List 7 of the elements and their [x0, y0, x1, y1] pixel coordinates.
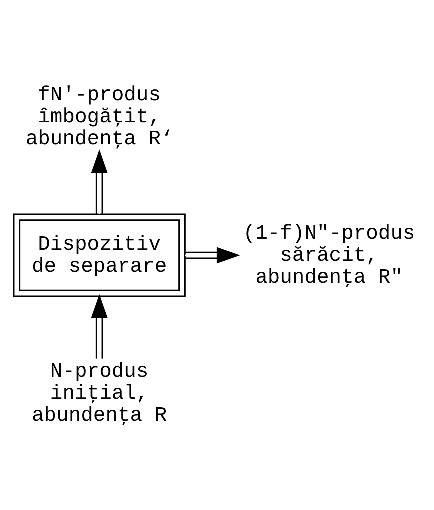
node-text: N-produs iniţial, abundenţa R — [32, 360, 168, 428]
node-box: Dispozitiv de separare — [13, 213, 186, 297]
node-text: (1-f)N″-produs sărăcit, abundenţa R″ — [243, 222, 416, 290]
arrow — [185, 246, 240, 264]
arrow — [91, 149, 108, 214]
arrow — [91, 294, 108, 358]
node-text: fN′-produs îmbogăţit, abundenţa R‘ — [26, 84, 174, 152]
